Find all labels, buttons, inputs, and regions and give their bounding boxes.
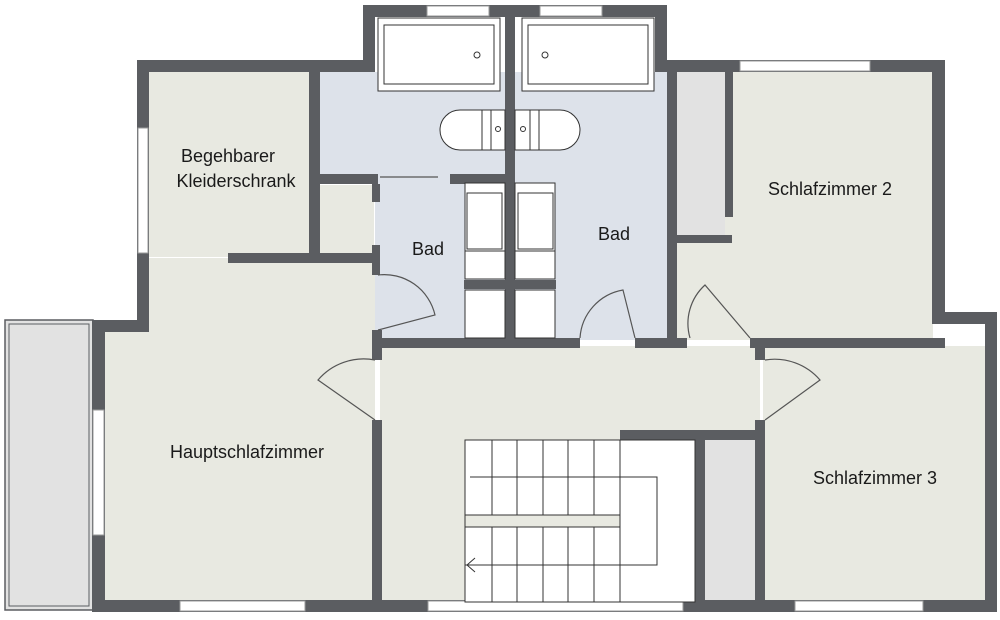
sink-left xyxy=(439,109,506,151)
bedroom-2-closet xyxy=(677,72,725,237)
label-bath-left: Bad xyxy=(412,239,444,259)
label-bedroom-3: Schlafzimmer 3 xyxy=(813,468,937,488)
room-labels: Begehbarer Kleiderschrank Bad Bad Schlaf… xyxy=(170,146,937,488)
staircase xyxy=(464,439,696,603)
label-walk-in-closet-line1: Begehbarer xyxy=(181,146,275,166)
bedroom-3-floor xyxy=(763,346,987,602)
label-bedroom-2: Schlafzimmer 2 xyxy=(768,179,892,199)
balcony xyxy=(4,319,94,611)
label-walk-in-closet-line2: Kleiderschrank xyxy=(176,171,296,191)
sink-right xyxy=(514,109,581,151)
bath-fixtures xyxy=(377,17,655,339)
master-bedroom-floor xyxy=(105,330,375,602)
hall-closet xyxy=(705,440,755,602)
label-master-bedroom: Hauptschlafzimmer xyxy=(170,442,324,462)
walk-in-closet-floor xyxy=(149,72,311,257)
label-bath-right: Bad xyxy=(598,224,630,244)
doors xyxy=(317,176,821,421)
windows xyxy=(92,5,924,612)
small-closet-floor xyxy=(320,185,374,255)
